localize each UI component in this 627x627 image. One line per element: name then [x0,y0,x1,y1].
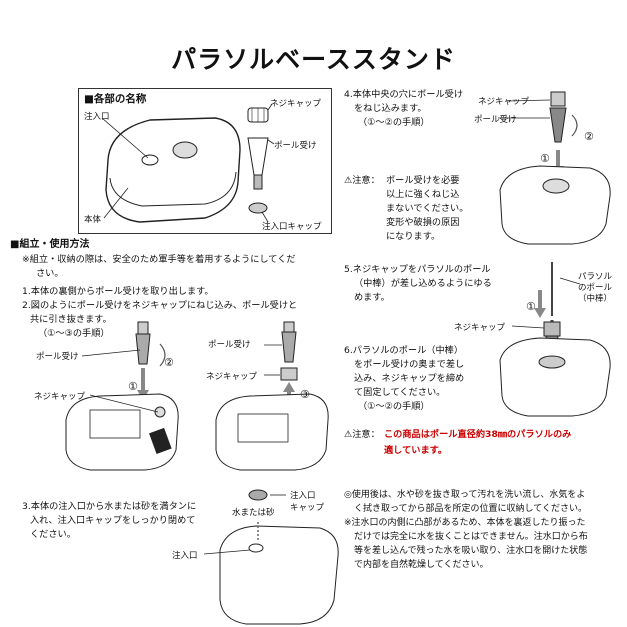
step5-text-1: 5.ネジキャップをパラソルのポール [344,264,491,275]
step3-label-inlet-cap-1: 注入口 [290,491,316,501]
step2-text-3: （①～③の手順） [38,328,110,339]
parts-heading: ■各部の名称 [84,93,147,105]
step5-label-pole-1: パラソル [578,272,613,282]
step2-label-pole-receiver-a: ポール受け [36,352,79,362]
caution2-line-2: 適しています。 [384,445,448,456]
step2-text-2: 共に引き抜きます。 [30,314,112,325]
step5-label-pole-2: のポール [578,283,613,293]
step4-text-3: （①～②の手順） [358,117,430,128]
step3-text-3: ください。 [30,529,76,540]
assembly-heading: ■組立・使用方法 [10,239,90,250]
step5-text-2: （中棒）が差し込めるようにゆる [354,278,492,289]
caution1-line-5: になります。 [386,231,441,242]
step2-text-1: 2.図のようにポール受けをネジキャップにねじ込み、ポール受けと [22,300,298,311]
caution1-line-3: まないでください。 [386,203,469,214]
step6-text-1: 6.パラソルのポール（中棒） [344,345,464,356]
step4-label-pole-receiver: ポール受け [474,115,517,125]
step3-text-1: 3.本体の注入口から水または砂を満タンに [22,501,197,512]
caution1-line-2: 以上に強くねじ込 [386,189,460,200]
step2-label-screw-cap-a: ネジキャップ [34,392,86,402]
caution1-head: ⚠注意： [344,175,380,186]
step2-label-screw-cap-b: ネジキャップ [206,372,258,382]
step5-label-pole-3: （中棒） [578,294,613,304]
usage-line-3: ※注水口の内側に凸部があるため、本体を裏返したり振った [344,518,586,528]
label-screw-cap: ネジキャップ [270,99,322,109]
step3-label-water-sand: 水または砂 [232,508,275,518]
step6-text-3: 込み、ネジキャップを締め [354,373,465,384]
caution2-line-1: この商品はポール直径約38㎜のパラソルのみ [384,429,572,440]
step3-label-inlet: 注入口 [172,551,198,561]
usage-line-1: ◎使用後は、水や砂を抜き取って汚れを洗い流し、水気をよ [344,490,586,500]
caution2-head: ⚠注意： [344,429,380,440]
step4-num1: ① [540,152,550,165]
step4-label-screw-cap: ネジキャップ [478,97,530,107]
step5-label-screw-cap: ネジキャップ [454,323,506,333]
step5-text-3: めます。 [354,292,390,303]
page-title: パラソルベーススタンド [171,45,456,74]
step4-num2: ② [584,130,594,143]
parts-box [78,88,332,234]
step3-text-2: 入れ、注入口キャップをしっかり閉めて [30,515,196,526]
step1-text: 1.本体の裏側からポール受けを取り出します。 [22,286,214,297]
usage-line-4: だけでは完全に水を抜くことはできません。注水口から布 [354,532,588,542]
label-inlet-cap: 注入口キャップ [262,222,322,232]
assembly-note-1: ※組立・収納の際は、安全のため軍手等を着用するようにしてくだ [22,254,296,265]
label-pole-receiver: ポール受け [274,141,317,151]
label-inlet: 注入口 [84,112,110,122]
label-body: 本体 [84,215,102,225]
step5-num1: ① [526,300,536,313]
step6-text-4: て固定してください。 [354,387,446,398]
step2-num3: ③ [300,388,310,401]
step6-text-2: をポール受けの奥まで差し [354,359,465,370]
step4-text-2: をねじ込みます。 [354,103,427,114]
usage-line-2: く拭き取ってから部品を所定の位置に収納してください。 [354,504,588,514]
caution1-line-1: ポール受けを必要 [386,175,460,186]
caution1-line-4: 変形や破損の原因 [386,217,460,228]
step4-text-1: 4.本体中央の穴にポール受け [344,89,464,100]
step2-num2: ② [164,356,174,369]
step3-label-inlet-cap-2: キャップ [290,503,325,513]
usage-line-5: 等を差し込んで残った水を吸い取り、注水口を開けた状態 [354,546,588,556]
assembly-note-2: さい。 [36,268,64,279]
step2-num1: ① [128,380,138,393]
step2-label-pole-receiver-b: ポール受け [208,340,251,350]
step6-text-5: （①～②の手順） [358,401,430,412]
usage-line-6: で内部を自然乾燥してください。 [354,560,489,570]
